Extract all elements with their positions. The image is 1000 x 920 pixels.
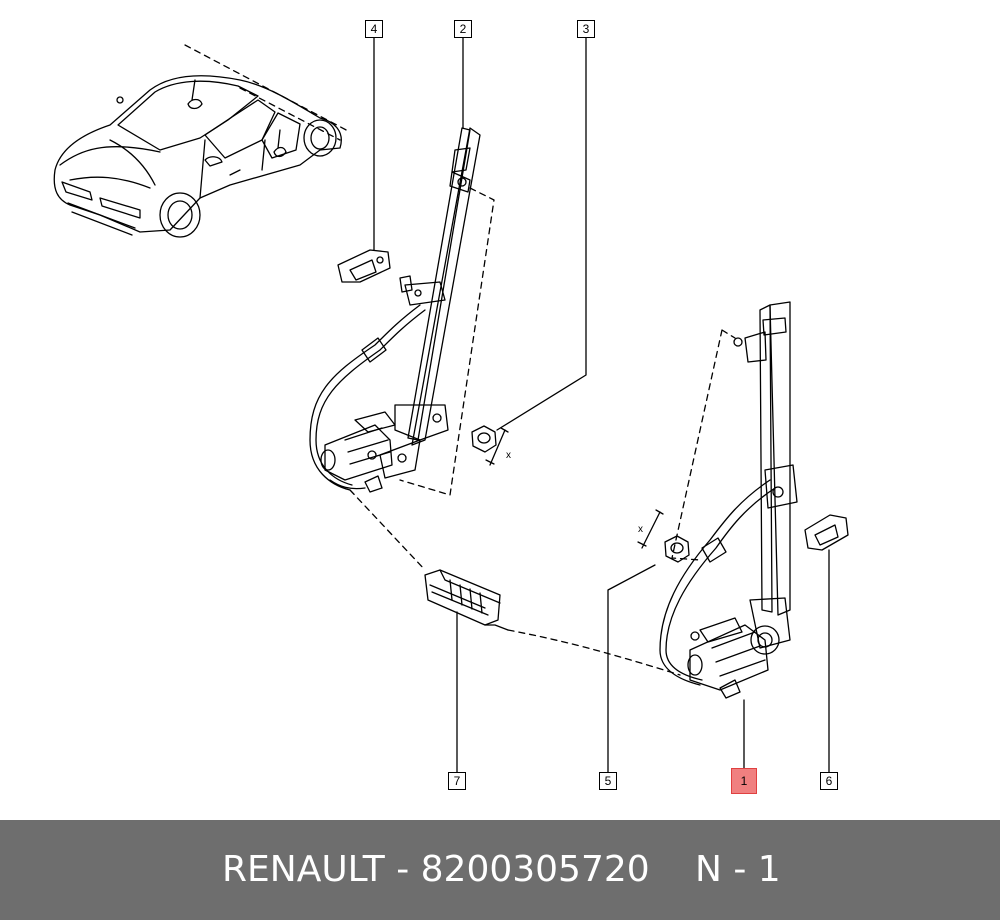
callout-4: 4 bbox=[365, 20, 383, 38]
parts-diagram: x bbox=[53, 37, 849, 773]
callout-2: 2 bbox=[454, 20, 472, 38]
nut-3 bbox=[471, 425, 509, 466]
connector-7 bbox=[424, 569, 681, 676]
dimension-x-left: x bbox=[506, 450, 511, 461]
dimension-x-right: x bbox=[638, 524, 643, 535]
right-window-regulator bbox=[659, 301, 798, 699]
part-number-text: RENAULT - 8200305720 bbox=[222, 849, 650, 890]
clip-4 bbox=[337, 249, 391, 283]
position-number-text: N - 1 bbox=[695, 849, 781, 890]
leader-lines bbox=[373, 37, 830, 773]
nut-5 bbox=[637, 509, 690, 563]
car-illustration bbox=[53, 44, 351, 238]
callout-5: 5 bbox=[599, 772, 617, 790]
clip-6 bbox=[804, 514, 849, 551]
left-window-regulator bbox=[309, 127, 495, 571]
callout-6: 6 bbox=[820, 772, 838, 790]
callout-7: 7 bbox=[448, 772, 466, 790]
callout-3: 3 bbox=[577, 20, 595, 38]
part-number-footer: RENAULT - 8200305720 N - 1 bbox=[0, 820, 1000, 920]
callout-1-highlighted[interactable]: 1 bbox=[731, 768, 757, 794]
